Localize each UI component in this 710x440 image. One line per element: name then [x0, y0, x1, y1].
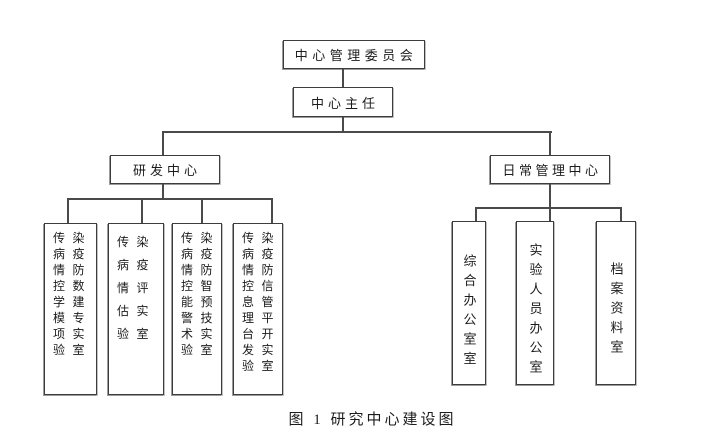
node-lab-intelligent-warning: 传染病疫情防控智能预警技术实验室: [172, 223, 222, 395]
node-daily-management-center: 日常管理中心: [490, 155, 610, 184]
connector-rd-down: [162, 184, 164, 200]
figure-caption: 图 1 研究中心建设图: [288, 412, 457, 428]
node-rd-center: 研发中心: [110, 155, 220, 184]
node-office-archives: 档案资料室: [596, 221, 636, 385]
connector-branches-horizontal: [162, 131, 552, 133]
connector-rd-horizontal: [67, 198, 273, 200]
office-archives-label: 档案资料室: [608, 262, 624, 360]
node-management-committee: 中心管理委员会: [283, 40, 425, 69]
node-office-general: 综合办公室室: [452, 221, 486, 385]
connector-committee-director: [342, 69, 344, 87]
connector-to-lab-2: [141, 198, 143, 223]
node-center-director: 中心主任: [293, 87, 393, 117]
connector-to-daily-center: [549, 131, 551, 155]
node-office-lab-staff: 实验人员办公室: [516, 221, 554, 385]
connector-to-lab-3: [201, 198, 203, 223]
connector-to-rd-center: [162, 131, 164, 155]
connector-to-office-3: [620, 207, 622, 221]
connector-director-down: [342, 117, 344, 133]
node-lab-math-modeling: 传染病疫情防控数学建模专项实验室: [44, 223, 97, 395]
node-lab-epidemic-assessment: 传染病疫情评估实验室: [108, 223, 164, 395]
node-lab-info-platform: 传染病疫情防控信息管理平台开发实验室: [233, 223, 283, 395]
connector-to-office-1: [475, 207, 477, 221]
office-general-label: 综合办公室室: [461, 254, 477, 371]
connector-to-lab-4: [271, 198, 273, 223]
connector-daily-horizontal: [475, 207, 622, 209]
connector-daily-down: [549, 184, 551, 209]
office-lab-staff-label: 实验人员办公室: [527, 243, 543, 380]
connector-to-office-2: [549, 207, 551, 221]
connector-to-lab-1: [67, 198, 69, 223]
